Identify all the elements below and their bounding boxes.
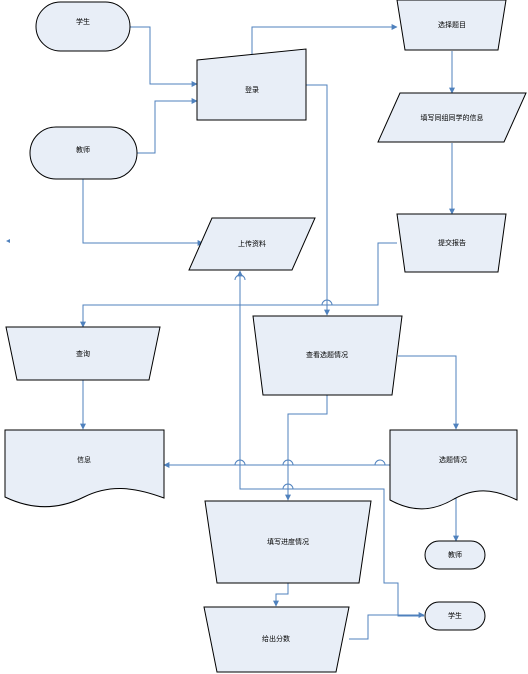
edge-view-to-fill-progress [285,395,328,501]
node-label: 学生 [76,17,90,26]
node-topic-status: 选题情况 [389,429,518,510]
node-submit-report: 提交报告 [396,213,507,273]
node-upload: 上传资料 [188,217,316,271]
node-student-end: 学生 [424,601,486,631]
node-label: 填写进度情况 [267,537,309,546]
edge-fill-progress-to-output [273,583,289,607]
edge-login-to-select-topic [251,24,398,60]
node-label: 填写同组同学的信息 [421,113,484,122]
node-label: 给出分数 [262,634,290,643]
node-query: 查询 [5,326,161,381]
node-view-topic-status: 查看选题情况 [252,315,403,396]
node-label: 教师 [76,145,90,154]
edge-view-to-topic-status [398,355,459,430]
edge-login-to-view-status [306,84,330,316]
node-label: 教师 [448,550,462,559]
connectors [80,24,459,640]
node-fill-progress: 填写进度情况 [204,500,372,584]
node-fill-team-info: 填写同组同学的信息 [377,92,527,143]
node-label: 信息 [77,455,91,464]
edge-teacher-to-upload [82,178,204,246]
left-edge-marker [6,239,10,243]
node-teacher-end: 教师 [424,540,486,570]
node-teacher-start: 教师 [29,126,138,180]
edge-teacher-to-login [137,98,198,154]
node-label: 上传资料 [238,239,266,248]
node-login: 登录 [196,48,307,121]
node-label: 选择题目 [438,20,466,29]
node-output-score: 给出分数 [203,606,350,673]
node-label: 选题情况 [439,455,467,464]
node-student-start: 学生 [35,1,131,52]
node-label: 登录 [245,85,259,94]
node-label: 查看选题情况 [306,350,348,359]
edge-student-to-login [130,26,198,87]
node-label: 学生 [448,611,462,620]
line-hops [234,274,386,490]
edge-student-to-upload [237,270,424,617]
node-label: 提交报告 [438,238,466,247]
node-info: 信息 [4,429,165,508]
node-label: 查询 [76,349,90,358]
node-select-topic: 选择题目 [396,0,507,51]
edge-submit-to-query [80,242,397,328]
edge-output-to-student [349,612,425,640]
